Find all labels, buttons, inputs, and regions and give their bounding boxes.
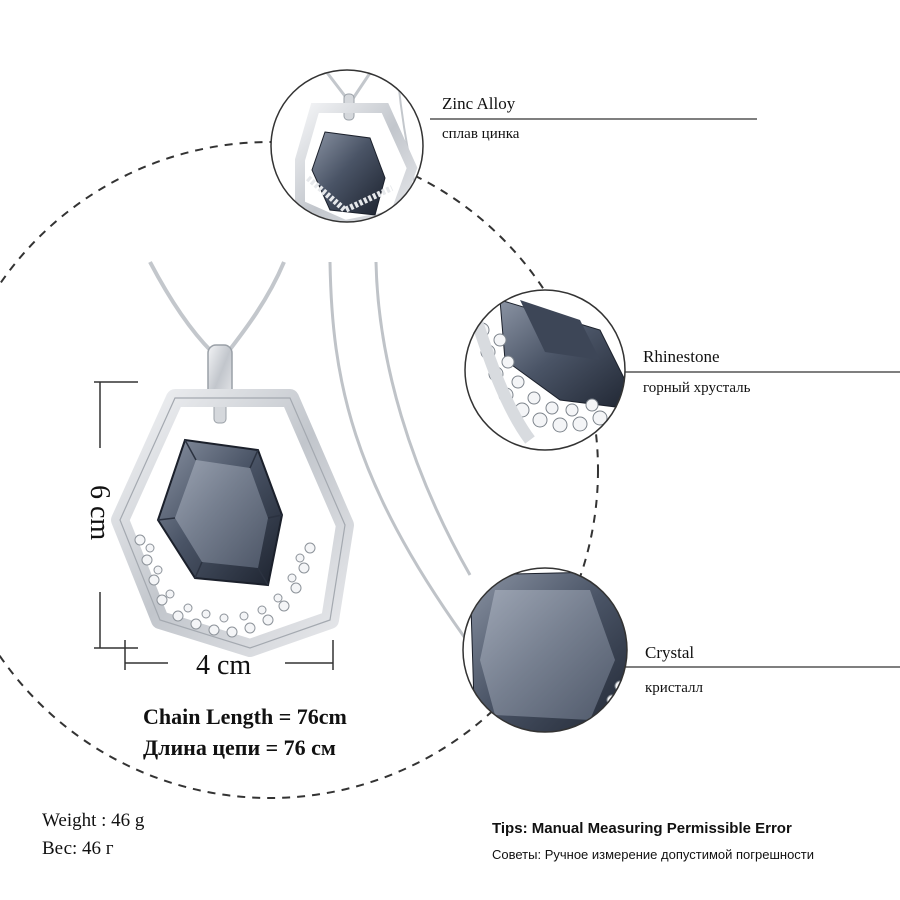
rhinestone-row bbox=[134, 534, 316, 638]
chain-length-ru: Длина цепи = 76 см bbox=[143, 735, 336, 760]
tips-en: Tips: Manual Measuring Permissible Error bbox=[492, 820, 792, 837]
dashed-outline-circle bbox=[0, 141, 599, 799]
zoom-circle-crystal bbox=[462, 567, 628, 733]
chain-length-en: Chain Length = 76cm bbox=[143, 704, 347, 729]
callout-zinc-alloy-ru: сплав цинка bbox=[442, 126, 520, 142]
callout-lines bbox=[430, 118, 900, 668]
tips-ru: Советы: Ручное измерение допустимой погр… bbox=[492, 847, 815, 862]
callout-crystal-en: Crystal bbox=[645, 643, 695, 662]
zoom-circle-zinc-alloy bbox=[270, 69, 424, 223]
dimension-width: 4 cm bbox=[196, 650, 252, 681]
callout-rhinestone-en: Rhinestone bbox=[643, 347, 720, 366]
callout-zinc-alloy-en: Zinc Alloy bbox=[442, 94, 516, 113]
chain-long bbox=[328, 261, 472, 639]
callout-crystal-ru: кристалл bbox=[645, 680, 703, 696]
weight-en: Weight : 46 g bbox=[42, 810, 145, 831]
weight-ru: Вес: 46 г bbox=[42, 838, 114, 859]
dimension-lines bbox=[94, 381, 334, 670]
pendant-chain bbox=[148, 261, 286, 354]
zoom-circle-rhinestone bbox=[464, 289, 626, 451]
dimension-height: 6 cm bbox=[84, 485, 115, 541]
callout-rhinestone-ru: горный хрусталь bbox=[643, 380, 751, 396]
